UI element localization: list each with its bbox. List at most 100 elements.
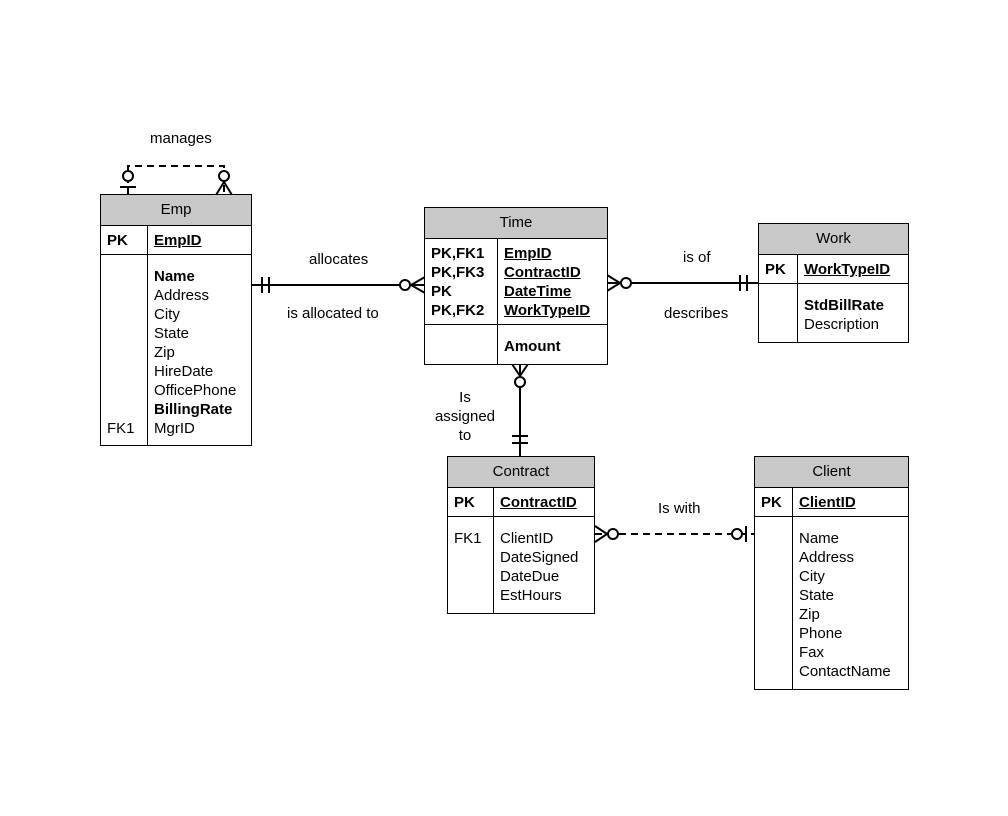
label-is-allocated-to: is allocated to xyxy=(287,305,379,322)
key-label: PK,FK3 xyxy=(431,264,485,281)
attribute: OfficePhone xyxy=(154,382,237,399)
label-manages: manages xyxy=(150,130,212,147)
key-column xyxy=(425,325,498,364)
key-label xyxy=(107,324,147,343)
attribute: State xyxy=(799,587,835,604)
attribute-column: ClientID xyxy=(793,488,908,516)
attribute: Name xyxy=(799,530,840,547)
attribute-column: Amount xyxy=(498,325,607,364)
is-with-line xyxy=(594,525,755,543)
entity-contract-title: Contract xyxy=(448,457,594,488)
attribute: MgrID xyxy=(154,420,195,437)
attribute: BillingRate xyxy=(154,401,233,418)
attribute: ContractID xyxy=(504,264,581,281)
entity-contract-pk-section: PK ContractID xyxy=(448,488,594,517)
attribute: DateTime xyxy=(504,283,572,300)
key-label xyxy=(107,381,147,400)
key-label xyxy=(454,567,493,586)
entity-client-title: Client xyxy=(755,457,908,488)
key-label xyxy=(761,548,792,567)
key-label xyxy=(107,362,147,381)
key-label xyxy=(107,343,147,362)
attribute: ContactName xyxy=(799,663,891,680)
attribute: Address xyxy=(154,287,210,304)
key-label: PK xyxy=(431,283,452,300)
attribute: DateSigned xyxy=(500,549,579,566)
key-label xyxy=(107,267,147,286)
key-label xyxy=(107,400,147,419)
attribute: City xyxy=(799,568,825,585)
attribute-column: WorkTypeID xyxy=(798,255,908,283)
label-is-assigned-to-line3: to xyxy=(458,427,472,444)
attribute: ClientID xyxy=(799,494,856,511)
attribute: Zip xyxy=(799,606,820,623)
attribute: HireDate xyxy=(154,363,214,380)
key-column xyxy=(759,284,798,342)
is-of-line xyxy=(606,274,759,292)
label-is-assigned-to: Is assigned to xyxy=(430,388,500,445)
key-column: PK xyxy=(759,255,798,283)
is-assigned-to-line xyxy=(511,363,529,457)
attribute: Description xyxy=(804,316,880,333)
attribute: Address xyxy=(799,549,855,566)
key-label xyxy=(761,529,792,548)
label-is-assigned-to-line2: assigned xyxy=(434,408,496,425)
key-label xyxy=(431,337,497,356)
attribute: ContractID xyxy=(500,494,577,511)
key-label: FK1 xyxy=(107,420,135,437)
key-label: PK xyxy=(107,232,128,249)
entity-time-body-section: Amount xyxy=(425,325,607,364)
key-label xyxy=(454,548,493,567)
key-label xyxy=(765,296,797,315)
key-label: PK,FK2 xyxy=(431,302,485,319)
entity-time-title: Time xyxy=(425,208,607,239)
key-label xyxy=(761,605,792,624)
key-column: FK1 xyxy=(101,255,148,445)
key-label: PK xyxy=(454,494,475,511)
key-label xyxy=(761,643,792,662)
attribute: WorkTypeID xyxy=(804,261,891,278)
key-column: PK xyxy=(448,488,494,516)
attribute: ClientID xyxy=(500,530,554,547)
key-label xyxy=(761,586,792,605)
key-column: PK xyxy=(101,226,148,254)
attribute: Phone xyxy=(799,625,843,642)
attribute-column: ContractID xyxy=(494,488,594,516)
key-label xyxy=(761,567,792,586)
attribute: EmpID xyxy=(504,245,552,262)
attribute: EmpID xyxy=(154,232,202,249)
entity-emp-title: Emp xyxy=(101,195,251,226)
attribute: Name xyxy=(154,268,195,285)
key-label: FK1 xyxy=(454,530,482,547)
key-label xyxy=(761,624,792,643)
entity-work-pk-section: PK WorkTypeID xyxy=(759,255,908,284)
attribute: Zip xyxy=(154,344,175,361)
key-column: FK1 xyxy=(448,517,494,613)
label-allocates: allocates xyxy=(309,251,369,268)
attribute: StdBillRate xyxy=(804,297,885,314)
attribute: WorkTypeID xyxy=(504,302,591,319)
attribute: Amount xyxy=(504,338,561,355)
key-label xyxy=(765,315,797,334)
key-column xyxy=(755,517,793,689)
key-label: PK,FK1 xyxy=(431,245,485,262)
manages-line xyxy=(120,165,233,196)
attribute-column: EmpID xyxy=(148,226,251,254)
